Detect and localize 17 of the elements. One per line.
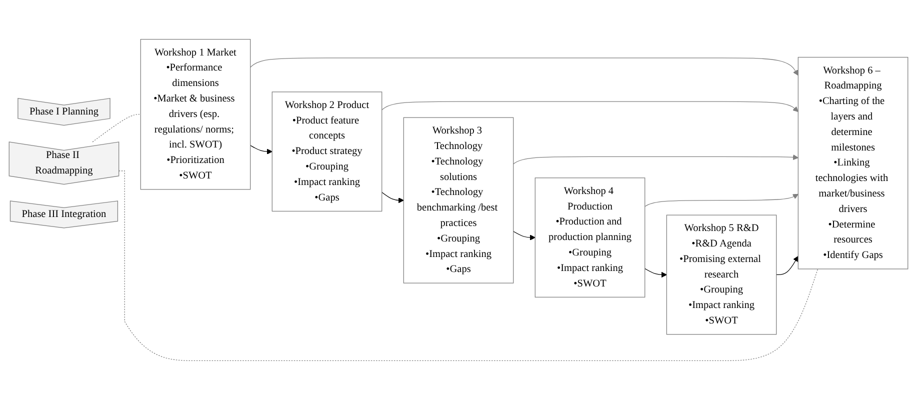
node-box: Workshop 2 Product •Product feature concepts •Product strategy •Grouping •Impact ranking •Gaps <box>272 92 382 212</box>
node-box: Workshop 1 Market •Performance dimensions •Market & business drivers (esp. regulations/ norms; incl. SWOT) •Prioritization •SWOT <box>140 38 251 190</box>
arrow <box>382 192 404 204</box>
arrow <box>513 231 536 240</box>
arrow <box>644 194 798 207</box>
node-box: Workshop 6 – Roadmapping •Charting of the layers and determine milestones •Linking technologies with market/business drivers •Determine resources •Identify Gaps <box>798 56 908 270</box>
arrow <box>250 58 798 76</box>
node-box: Workshop 3 Technology •Technology solutions •Technology benchmarking /best practices •Grouping •Impact ranking •Gaps <box>403 117 514 284</box>
arrow <box>644 268 667 278</box>
arrow <box>513 154 798 164</box>
arrow <box>776 256 798 276</box>
connector <box>92 114 141 142</box>
arrow <box>250 145 272 154</box>
node-box: Workshop 4 Production •Production and production planning •Grouping •Impact ranking •SWOT <box>534 178 646 298</box>
connector <box>118 170 818 362</box>
arrow <box>382 101 798 112</box>
node-box: Workshop 5 R&D •R&D Agenda •Promising external research •Grouping •Impact ranking •SWOT <box>666 214 777 335</box>
